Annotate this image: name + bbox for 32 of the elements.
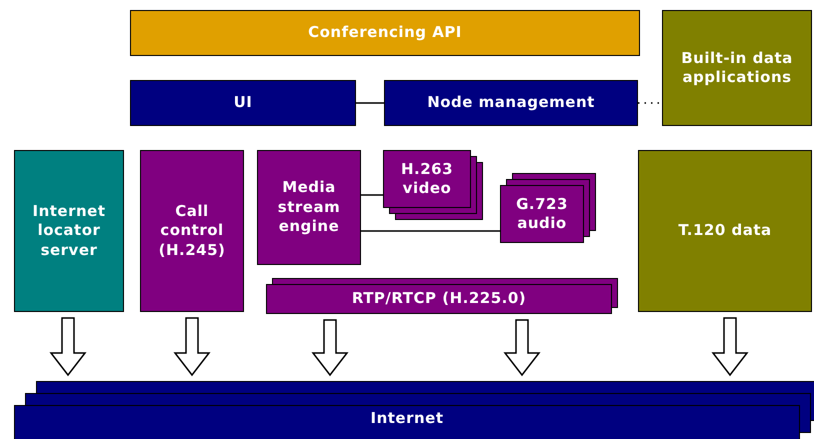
box-label: Internet bbox=[370, 409, 444, 428]
block-box bbox=[140, 150, 244, 312]
box-label: G.723 audio bbox=[515, 194, 569, 234]
box-label: T.120 data bbox=[678, 221, 772, 241]
box-label: Conferencing API bbox=[308, 23, 462, 43]
block-box bbox=[14, 150, 124, 312]
block-arrow bbox=[49, 317, 87, 376]
box-label: UI bbox=[234, 93, 252, 113]
block-arrow bbox=[311, 319, 349, 376]
stacked-box bbox=[14, 381, 814, 439]
box-label: Node management bbox=[427, 93, 595, 113]
block-box bbox=[257, 150, 361, 265]
block-box bbox=[662, 10, 812, 126]
block-box bbox=[130, 80, 356, 126]
box-label: Built-in data applications bbox=[680, 48, 794, 88]
box-label: Call control (H.245) bbox=[158, 202, 226, 260]
box-label: Media stream engine bbox=[276, 178, 342, 237]
connector-line bbox=[361, 194, 383, 196]
block-arrow bbox=[503, 319, 541, 376]
stacked-box bbox=[383, 150, 483, 220]
box-label: Internet locator server bbox=[31, 202, 107, 260]
box-label: RTP/RTCP (H.225.0) bbox=[352, 289, 526, 309]
connector-line bbox=[361, 230, 500, 232]
block-arrow bbox=[173, 317, 211, 376]
block-box bbox=[384, 80, 638, 126]
block-box bbox=[130, 10, 640, 56]
stacked-box bbox=[500, 173, 596, 243]
block-box bbox=[638, 150, 812, 312]
box-label: H.263 video bbox=[400, 160, 454, 198]
connector-line bbox=[356, 102, 384, 104]
stacked-box bbox=[266, 278, 618, 314]
block-arrow bbox=[711, 317, 749, 376]
